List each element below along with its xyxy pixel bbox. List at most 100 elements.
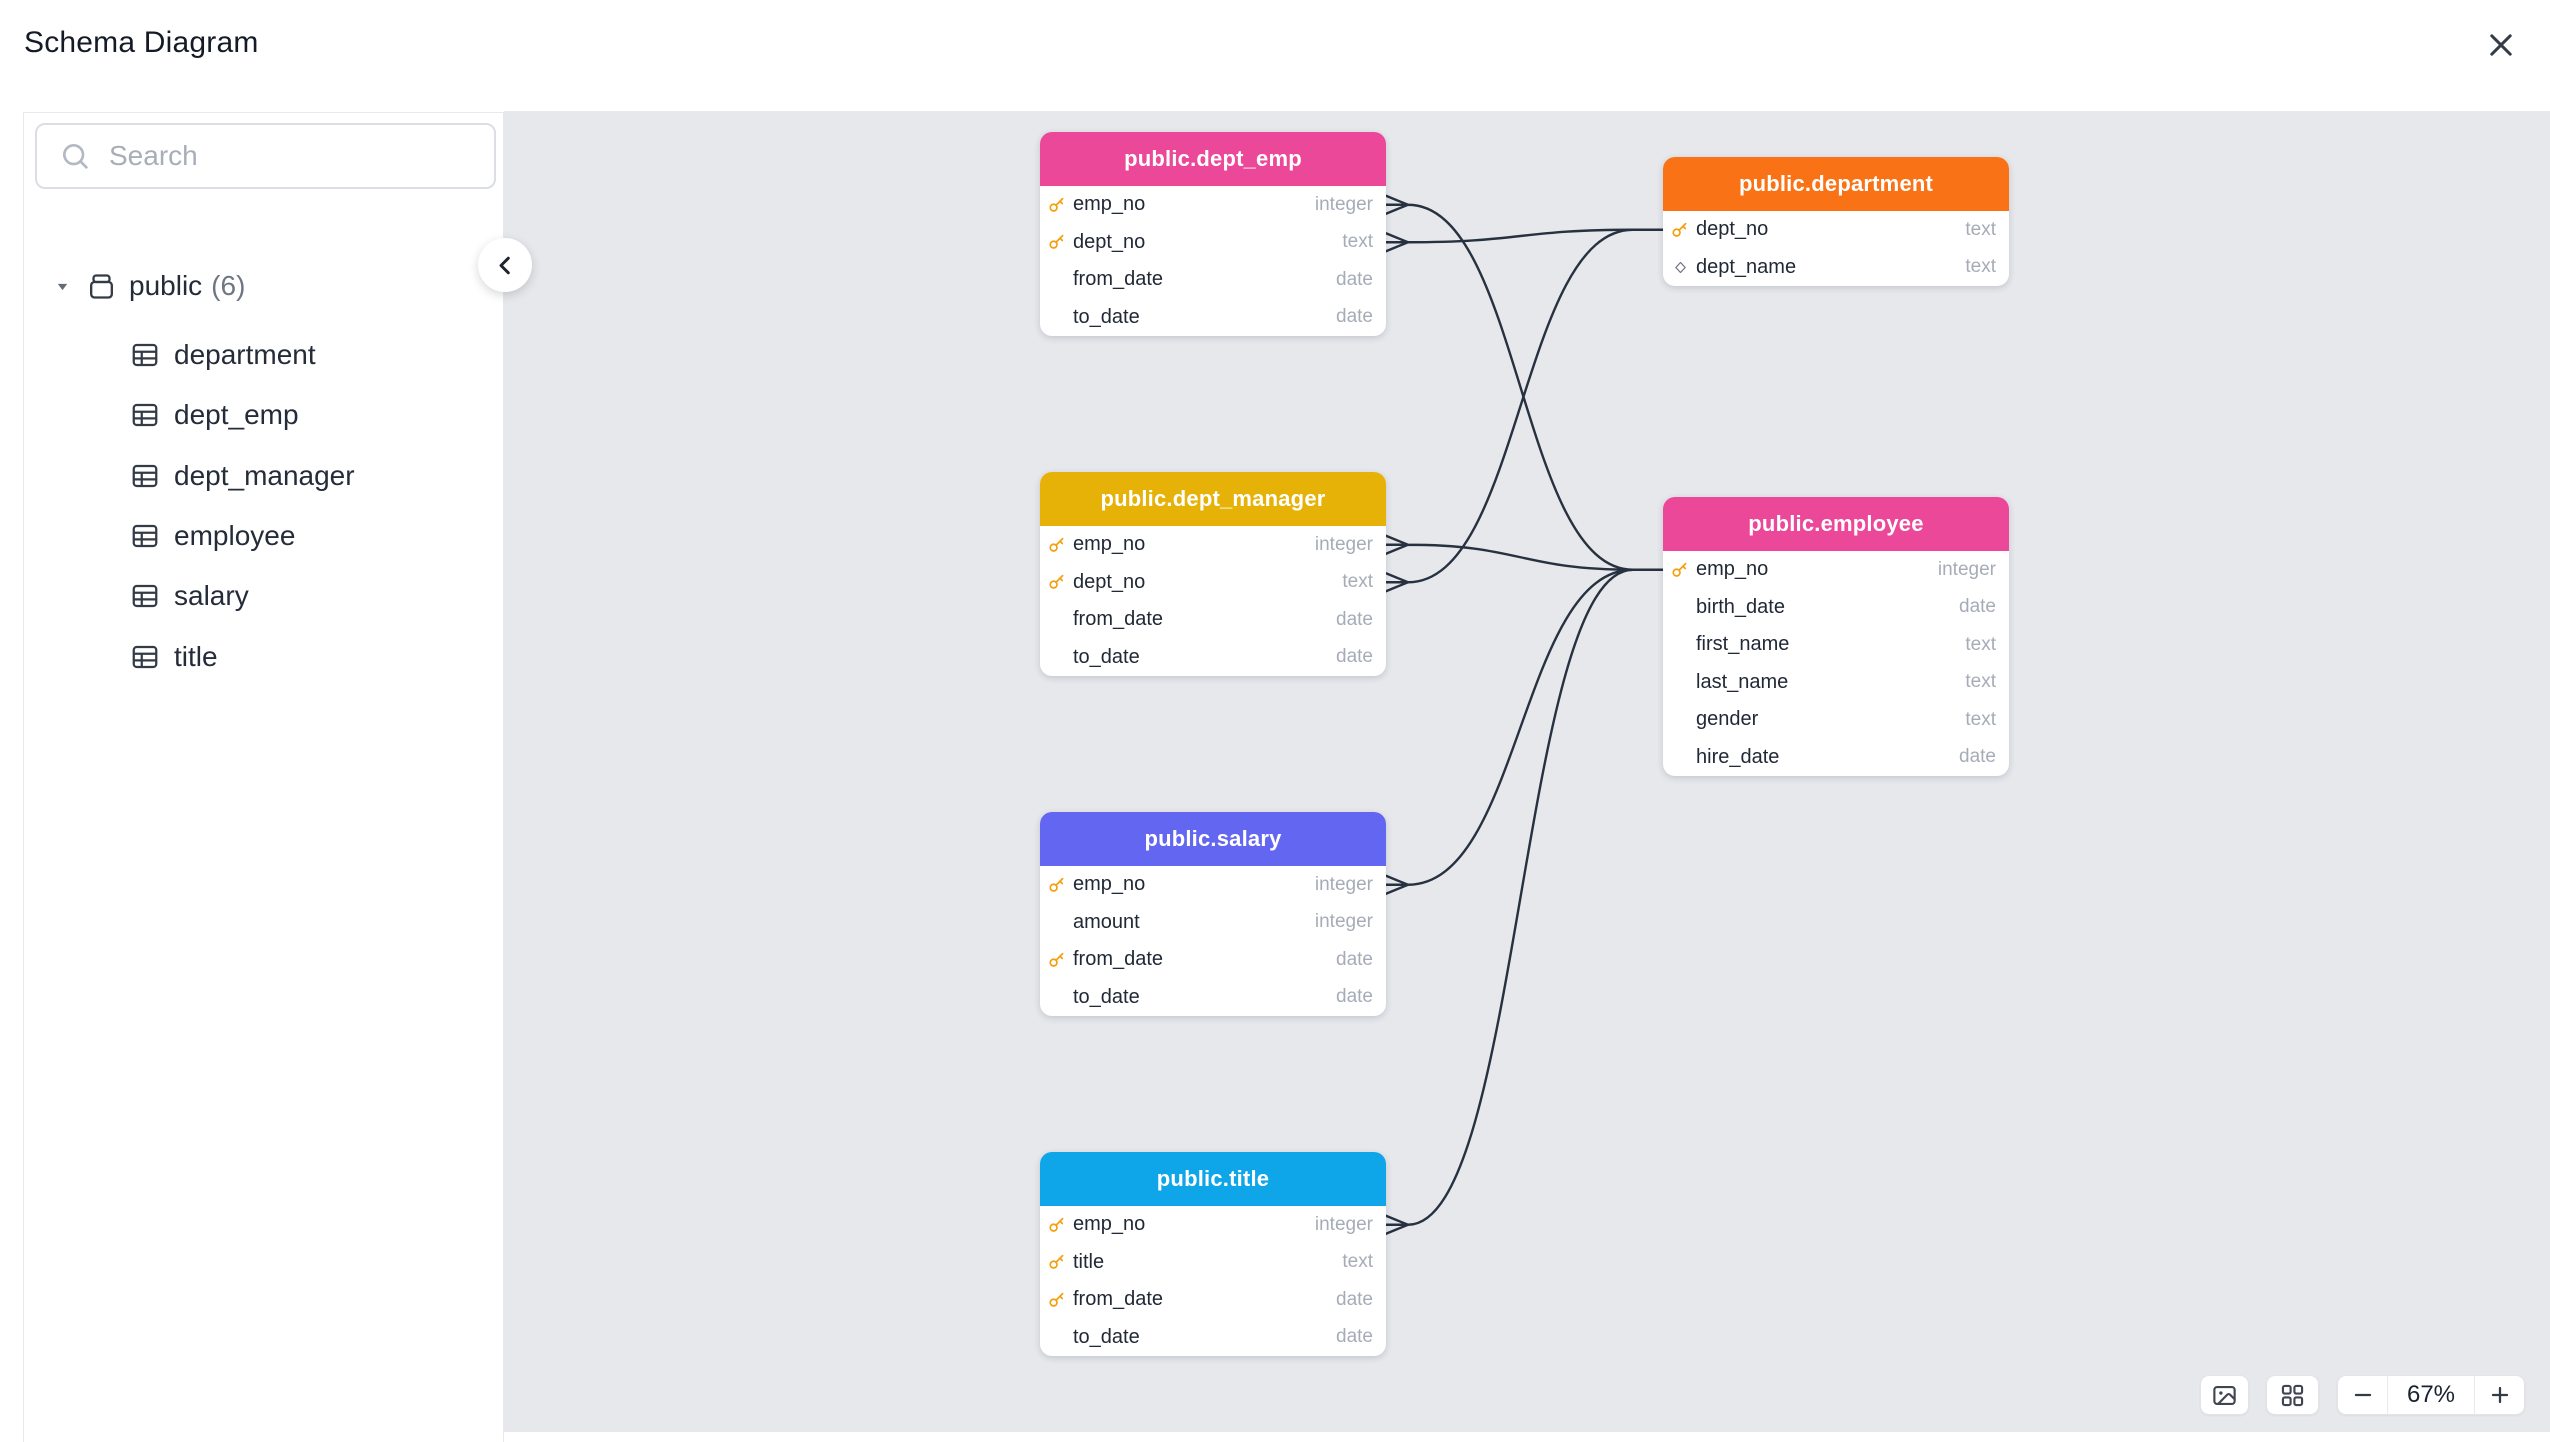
- schema-label: public: [129, 270, 203, 301]
- field-icon-slot: [1048, 308, 1066, 326]
- table-icon: [130, 521, 160, 551]
- close-button[interactable]: [2483, 27, 2519, 63]
- key-icon: [1048, 1216, 1066, 1234]
- zoom-in-button[interactable]: [2474, 1376, 2524, 1414]
- field-icon-slot: [1671, 673, 1689, 691]
- triangle-down-icon: [55, 279, 70, 294]
- sidebar-panel: public (6) department dept_emp dept_mana…: [23, 112, 504, 1442]
- table-icon: [130, 581, 160, 611]
- key-icon: [1048, 573, 1066, 591]
- zoom-controls: 67%: [2337, 1375, 2525, 1415]
- table-icon: [130, 400, 160, 430]
- zoom-level-label: 67%: [2406, 1381, 2456, 1408]
- field-icon-slot: [1048, 913, 1066, 931]
- app-header: Schema Diagram: [0, 0, 2550, 111]
- sidebar-item-dept-manager[interactable]: dept_manager: [24, 446, 503, 506]
- key-icon: [1671, 561, 1689, 579]
- image-icon: [2211, 1382, 2238, 1409]
- sidebar-schema-public[interactable]: public (6): [24, 263, 503, 309]
- schema-icon: [86, 271, 117, 302]
- sidebar-item-salary[interactable]: salary: [24, 566, 503, 626]
- key-icon: [1048, 951, 1066, 969]
- page-title: Schema Diagram: [24, 26, 259, 59]
- field-icon-slot: [1671, 711, 1689, 729]
- sidebar-item-dept-emp[interactable]: dept_emp: [24, 385, 503, 445]
- zoom-out-button[interactable]: [2338, 1376, 2388, 1414]
- sidebar-collapse-button[interactable]: [478, 238, 532, 292]
- table-node-header: public.dept_emp: [1040, 132, 1386, 186]
- field-icon-slot: [1048, 648, 1066, 666]
- sidebar-item-employee[interactable]: employee: [24, 506, 503, 566]
- schema-table-count: (6): [211, 270, 246, 301]
- layout-grid-icon: [2279, 1382, 2306, 1409]
- search-box: [35, 123, 496, 189]
- field-icon-slot: [1048, 1328, 1066, 1346]
- field-icon-slot: [1671, 598, 1689, 616]
- auto-layout-button[interactable]: [2266, 1375, 2319, 1415]
- plus-icon: [2487, 1382, 2513, 1408]
- key-icon: [1671, 221, 1689, 239]
- field-icon-slot: [1048, 988, 1066, 1006]
- key-icon: [1048, 536, 1066, 554]
- table-node-header: public.employee: [1663, 497, 2009, 551]
- relationship-edges: [1384, 194, 1665, 1235]
- table-node-header: public.salary: [1040, 812, 1386, 866]
- key-icon: [1048, 876, 1066, 894]
- field-icon-slot: [1048, 611, 1066, 629]
- table-icon: [130, 340, 160, 370]
- sidebar-item-department[interactable]: department: [24, 325, 503, 385]
- table-icon: [130, 461, 160, 491]
- field-icon-slot: [1671, 636, 1689, 654]
- search-input[interactable]: [107, 139, 484, 173]
- key-icon: [1048, 1291, 1066, 1309]
- table-icon: [130, 642, 160, 672]
- search-icon: [59, 140, 91, 172]
- table-node-header: public.title: [1040, 1152, 1386, 1206]
- diamond-icon: [1671, 258, 1689, 276]
- key-icon: [1048, 1253, 1066, 1271]
- sidebar-table-list: department dept_emp dept_manager employe…: [24, 325, 503, 687]
- key-icon: [1048, 233, 1066, 251]
- sidebar-item-title[interactable]: title: [24, 626, 503, 686]
- field-icon-slot: [1048, 271, 1066, 289]
- field-icon-slot: [1671, 748, 1689, 766]
- key-icon: [1048, 196, 1066, 214]
- table-node-header: public.dept_manager: [1040, 472, 1386, 526]
- download-image-button[interactable]: [2200, 1375, 2249, 1415]
- close-icon: [2484, 28, 2518, 62]
- minus-icon: [2350, 1382, 2376, 1408]
- table-node-header: public.department: [1663, 157, 2009, 211]
- chevron-left-icon: [492, 252, 519, 279]
